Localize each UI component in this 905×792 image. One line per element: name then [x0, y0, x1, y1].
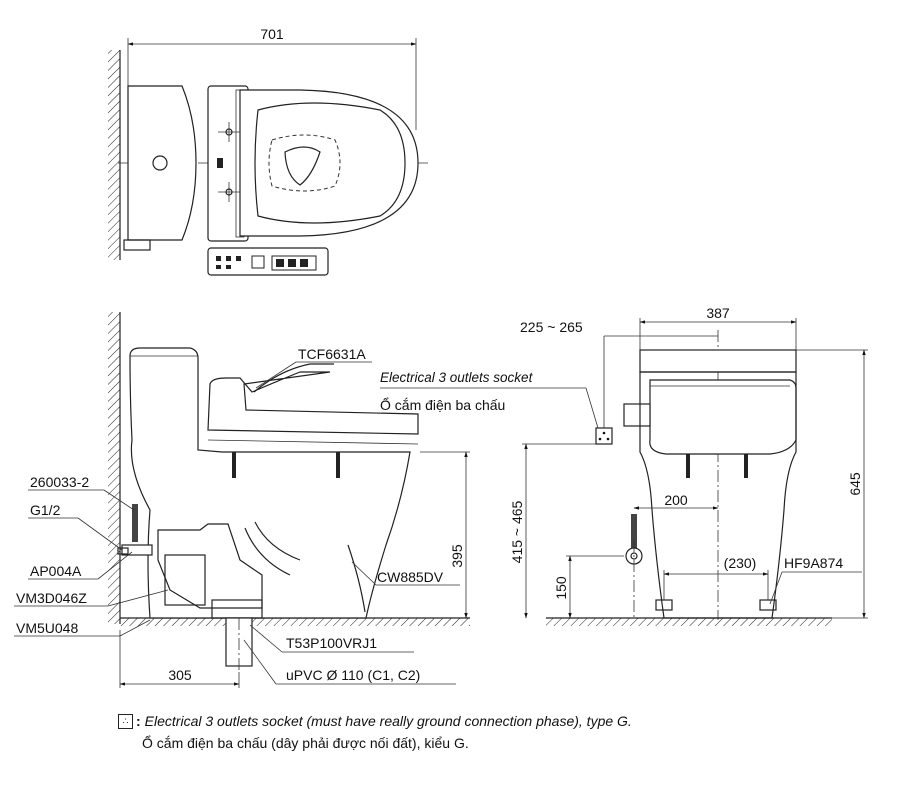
bolt-spacing-label: (230)	[724, 555, 757, 571]
drain-model-label: T53P100VRJ1	[286, 635, 377, 651]
remote-control	[207, 247, 329, 276]
front-width-label: 387	[706, 305, 730, 321]
seat-lid-outline	[239, 89, 419, 237]
pipe-label: uPVC Ø 110 (C1, C2)	[286, 667, 420, 683]
legend-line-2: Ổ cắm điện ba chấu (dây phải được nối đấ…	[118, 732, 632, 754]
inlet-offset-label: 200	[664, 492, 688, 508]
wall-hatch	[108, 50, 120, 260]
socket-offset-label: 225 ~ 265	[520, 319, 583, 335]
bowl-model-label: CW885DV	[377, 569, 444, 585]
front-height-label: 645	[847, 472, 863, 496]
front-view: 387 225 ~ 265 Electrical 3 outlets socke…	[380, 305, 868, 626]
bowl-outline	[254, 102, 406, 224]
side-height-label: 395	[449, 544, 465, 568]
valve-model-label: 260033-2	[30, 474, 89, 490]
legend-line-1: ∴ : Electrical 3 outlets socket (must ha…	[118, 710, 632, 732]
bolt-model-label: HF9A874	[784, 555, 843, 571]
legend-text-en: Electrical 3 outlets socket (must have r…	[144, 713, 632, 729]
top-view: 701	[108, 26, 428, 276]
angle-valve-label: AP004A	[30, 563, 82, 579]
supply-valve	[132, 504, 138, 542]
legend: ∴ : Electrical 3 outlets socket (must ha…	[118, 710, 632, 754]
front-socket-icon	[595, 427, 613, 445]
side-trap-fitting	[157, 523, 263, 609]
side-wall-hatch	[108, 312, 120, 624]
tank-outline	[127, 85, 197, 241]
top-width-label: 701	[260, 26, 284, 42]
front-seat	[649, 379, 797, 455]
inlet-height-label: 150	[553, 576, 569, 600]
front-tank-top	[639, 349, 797, 373]
front-supply-valve	[631, 514, 637, 550]
socket-label-vi: Ổ cắm điện ba chấu	[380, 396, 505, 413]
thread-size-label: G1/2	[30, 502, 61, 518]
front-seat-control-box	[623, 403, 651, 427]
socket-icon: ∴	[118, 713, 133, 729]
side-view: 395 305 TCF6631A CW885DV 260033-2 G1/2 A…	[14, 312, 470, 688]
side-offset-label: 305	[168, 667, 192, 683]
legend-text-vi: Ổ cắm điện ba chấu (dây phải được nối đấ…	[142, 735, 469, 751]
side-floor-hatch	[120, 618, 470, 626]
fixing-marks	[217, 122, 240, 202]
seat-model-label: TCF6631A	[298, 346, 366, 362]
flush-valve-label: VM3D046Z	[16, 590, 87, 606]
socket-label-en: Electrical 3 outlets socket	[380, 370, 534, 385]
front-floor-hatch	[546, 618, 832, 626]
flush-button	[152, 155, 168, 171]
base-model-label: VM5U048	[16, 620, 78, 636]
front-body-outline	[639, 371, 797, 619]
socket-height-label: 415 ~ 465	[509, 500, 525, 563]
